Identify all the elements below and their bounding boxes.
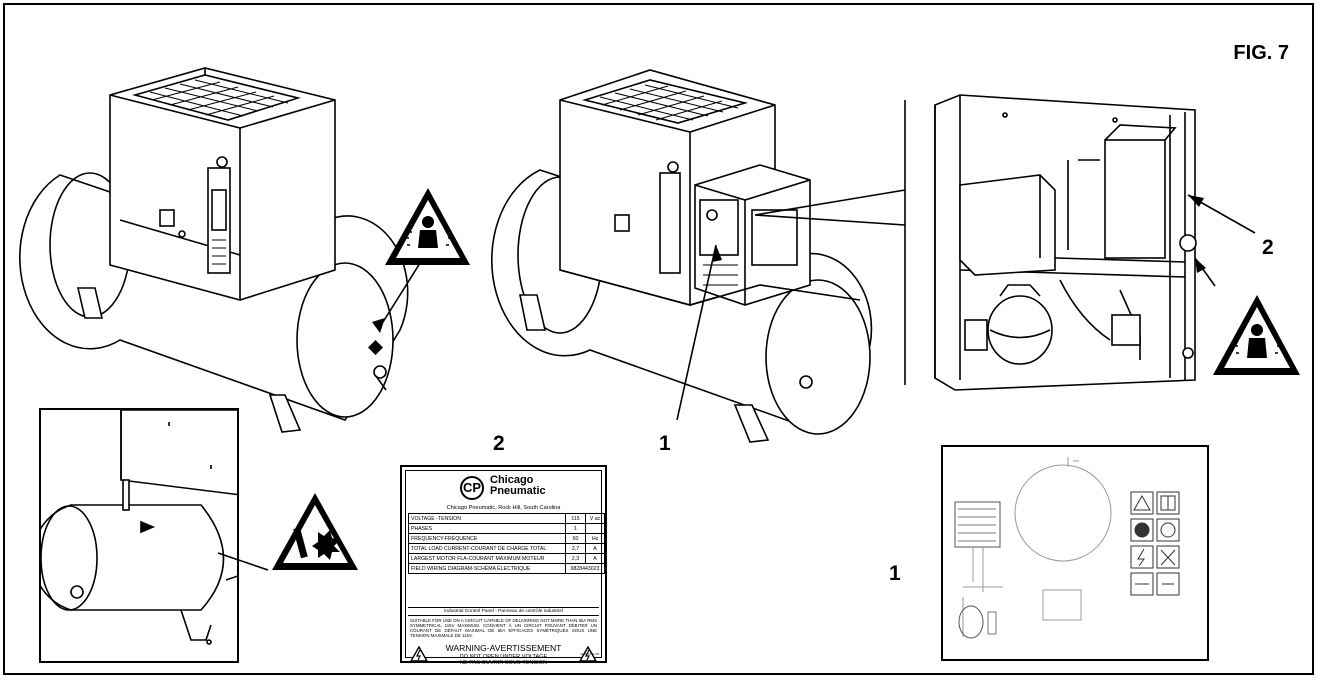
callout-1-control-label: 1 (889, 562, 901, 585)
spec-label: FREQUENCY-FRÉQUENCE (408, 533, 566, 544)
spec-label: TOTAL LOAD CURRENT-COURANT DE CHARGE TOT… (408, 543, 566, 554)
spec-value: 1 (565, 523, 586, 534)
dryer-detail (934, 94, 1256, 391)
safety-icon-grid (1130, 491, 1180, 596)
pressure-hazard-warning-icon (1213, 295, 1300, 375)
callout-2-dryer: 2 (1262, 236, 1274, 259)
callout-2-nameplate: 2 (493, 432, 505, 455)
spec-value: 2,3 (565, 553, 586, 564)
warning-text: DO NOT OPEN UNDER VOLTAGE NE PAS OUVRIR … (406, 654, 601, 666)
spec-label: PHASES (408, 523, 566, 534)
manufacturer-address: Chicago Pneumatic, Rock Hill, South Caro… (446, 505, 561, 511)
spec-unit: A (585, 553, 605, 564)
control-panel-label (941, 445, 1209, 661)
safety-valve-illustration (41, 410, 237, 645)
spec-row: TOTAL LOAD CURRENT-COURANT DE CHARGE TOT… (408, 543, 605, 554)
spec-unit: V ac (585, 513, 605, 524)
control-panel-diagram (954, 457, 1180, 639)
electrical-hazard-icon (410, 646, 428, 662)
brand-name: Chicago Pneumatic (490, 475, 546, 497)
middle-compressor (491, 69, 906, 443)
spec-value: 115 (565, 513, 586, 524)
suitability-text: SUITABLE FOR USE ON A CIRCUIT CAPABLE OF… (410, 618, 597, 638)
brand-line-1: Chicago (490, 474, 534, 486)
left-compressor (19, 67, 409, 433)
spec-value: 2,7 (565, 543, 586, 554)
brand-line-2: Pneumatic (490, 485, 546, 497)
warning-line-2: NE PAS OUVRIR SOUS TENSION (459, 660, 548, 667)
spec-row: LARGEST MOTOR FLA-COURANT MAXIMUM MOTEUR… (408, 553, 605, 564)
pressure-hazard-warning-icon (385, 188, 470, 265)
spec-label: VOLTAGE -TENSION (408, 513, 566, 524)
spec-value: 9828443023 (565, 563, 605, 574)
callout-1-front-panel: 1 (659, 432, 671, 455)
spec-unit: A (585, 543, 605, 554)
brand-logo: CP (460, 476, 484, 500)
warning-title: WARNING-AVERTISSEMENT (445, 643, 562, 653)
spec-unit (585, 523, 605, 534)
figure-label: FIG. 7 (1233, 42, 1289, 64)
brand-logo-block: CP Chicago Pneumatic (460, 475, 570, 505)
warning-line-1: DO NOT OPEN UNDER VOLTAGE (459, 654, 548, 660)
spec-label: LARGEST MOTOR FLA-COURANT MAXIMUM MOTEUR (408, 553, 566, 564)
figure-frame (3, 3, 1314, 675)
part-code: 2200 1722 05 (580, 652, 599, 656)
safety-valve-inset (39, 408, 239, 663)
nameplate-label: CP Chicago Pneumatic Chicago Pneumatic, … (400, 465, 607, 666)
spec-value: 60 (565, 533, 586, 544)
electrical-hazard-icon (579, 646, 597, 662)
spec-label: FIELD WIRING DIAGRAM-SCHÉMA ÉLECTRIQUE (408, 563, 566, 574)
panel-title: Industrial Control Panel - Panneau de co… (408, 607, 599, 616)
spec-unit: Hz (585, 533, 605, 544)
